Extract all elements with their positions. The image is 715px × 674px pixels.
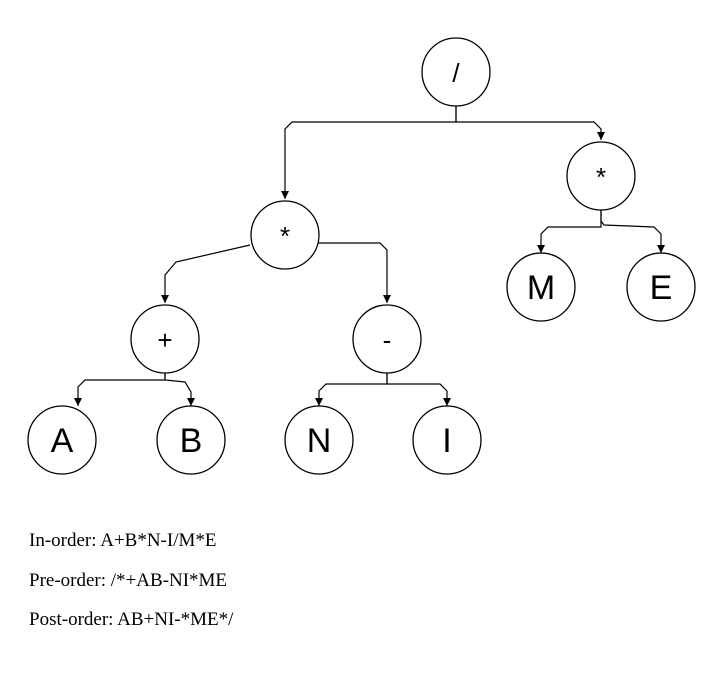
arrowhead-icon bbox=[537, 245, 545, 253]
node-label: + bbox=[157, 325, 172, 355]
edge-line bbox=[164, 373, 192, 406]
tree-nodes: / * * + - A B N I M E bbox=[27, 37, 696, 475]
tree-node-m: M bbox=[506, 252, 576, 322]
pre-order-traversal: Pre-order: /*+AB-NI*ME bbox=[29, 570, 228, 591]
node-label: B bbox=[180, 422, 203, 460]
tree-node-mul-left: * bbox=[250, 200, 320, 270]
edge-line bbox=[540, 210, 602, 253]
node-circle bbox=[506, 252, 576, 322]
node-circle bbox=[352, 304, 422, 374]
edge-line bbox=[318, 242, 388, 303]
node-label: N bbox=[307, 422, 332, 460]
node-circle bbox=[27, 405, 97, 475]
arrowhead-icon bbox=[443, 398, 451, 406]
tree-node-mul-right: * bbox=[566, 141, 636, 211]
edge-line bbox=[77, 373, 166, 406]
arrowhead-icon bbox=[383, 295, 391, 303]
tree-node-b: B bbox=[156, 405, 226, 475]
node-circle bbox=[421, 37, 491, 107]
tree-node-e: E bbox=[626, 252, 696, 322]
node-label: * bbox=[596, 162, 606, 192]
edge-mul-right-to-m bbox=[537, 210, 602, 253]
node-circle bbox=[412, 405, 482, 475]
tree-node-a: A bbox=[27, 405, 97, 475]
node-circle bbox=[284, 405, 354, 475]
edge-line bbox=[455, 106, 602, 140]
post-order-traversal: Post-order: AB+NI-*ME*/ bbox=[29, 609, 234, 630]
node-label: / bbox=[452, 58, 460, 88]
node-label: M bbox=[527, 269, 555, 307]
in-order-traversal: In-order: A+B*N-I/M*E bbox=[29, 530, 217, 551]
tree-edges bbox=[74, 106, 665, 406]
node-label: - bbox=[383, 325, 392, 355]
edge-line bbox=[164, 244, 251, 303]
edge-minus-to-n bbox=[315, 373, 388, 406]
edge-mul-right-to-e bbox=[600, 210, 665, 253]
node-label: * bbox=[280, 221, 290, 251]
arrowhead-icon bbox=[315, 398, 323, 406]
arrowhead-icon bbox=[281, 191, 289, 199]
arrowhead-icon bbox=[187, 398, 195, 406]
edge-mul-left-to-minus bbox=[318, 242, 391, 303]
tree-node-n: N bbox=[284, 405, 354, 475]
node-circle bbox=[130, 304, 200, 374]
edge-mul-left-to-plus bbox=[161, 244, 251, 303]
node-circle bbox=[250, 200, 320, 270]
arrowhead-icon bbox=[657, 245, 665, 253]
arrowhead-icon bbox=[161, 295, 169, 303]
edge-root-to-mul-left bbox=[281, 106, 457, 199]
edge-line bbox=[600, 210, 662, 253]
node-label: I bbox=[442, 422, 451, 460]
tree-node-minus: - bbox=[352, 304, 422, 374]
edge-line bbox=[318, 373, 388, 406]
edge-minus-to-i bbox=[386, 373, 451, 406]
node-label: A bbox=[51, 422, 74, 460]
tree-node-plus: + bbox=[130, 304, 200, 374]
arrowhead-icon bbox=[74, 398, 82, 406]
tree-node-i: I bbox=[412, 405, 482, 475]
tree-node-root: / bbox=[421, 37, 491, 107]
arrowhead-icon bbox=[597, 132, 605, 140]
edge-root-to-mul-right bbox=[455, 106, 605, 140]
node-circle bbox=[566, 141, 636, 211]
edge-plus-to-a bbox=[74, 373, 166, 406]
edge-line bbox=[386, 373, 448, 406]
node-circle bbox=[156, 405, 226, 475]
node-circle bbox=[626, 252, 696, 322]
edge-line bbox=[284, 106, 457, 199]
edge-plus-to-b bbox=[164, 373, 195, 406]
node-label: E bbox=[650, 269, 673, 307]
